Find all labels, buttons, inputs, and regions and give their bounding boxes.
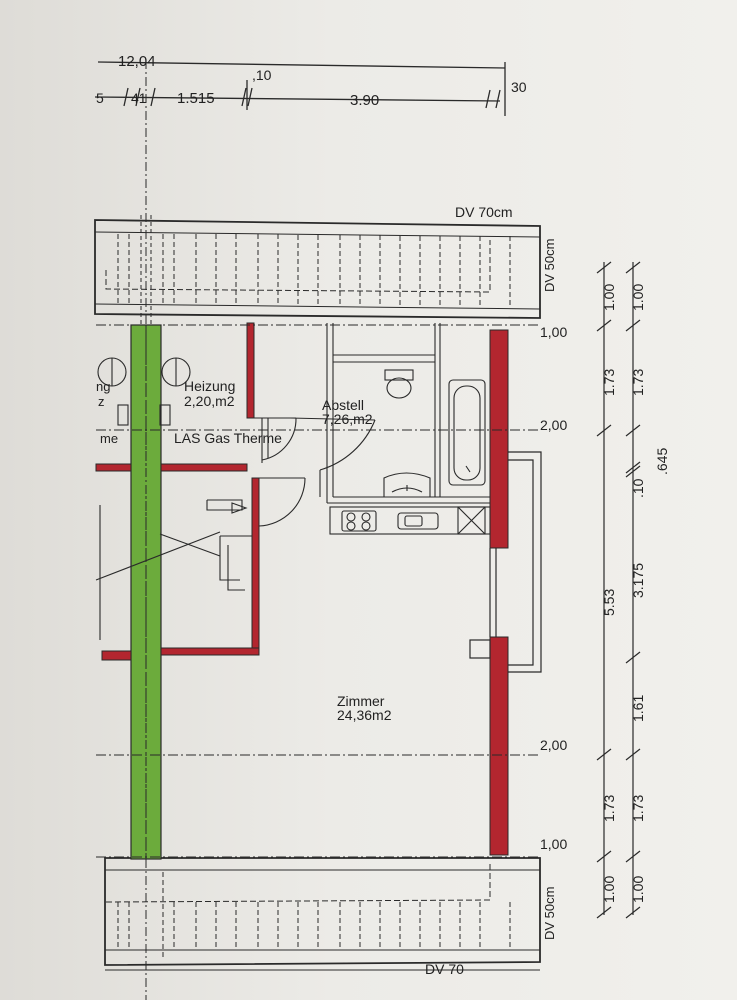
dim-right-c2-6: 1.00 [630, 876, 646, 903]
height-marker-bottom-100: 1,00 [540, 836, 567, 852]
height-marker-top-100: 1,00 [540, 324, 567, 340]
cut-label-2: z [98, 394, 105, 409]
dim-right-c1-0: 1.00 [601, 284, 617, 311]
abstell-fixtures [289, 323, 491, 535]
height-marker-top-200: 2,00 [540, 417, 567, 433]
roof-strip-top [94, 219, 541, 319]
dim-right-c1-3: 1.73 [601, 795, 617, 822]
dim-small-right: 30 [511, 79, 527, 95]
dim-seg-1: 5 [96, 90, 104, 106]
roof-bottom-label: DV 70 [425, 961, 464, 977]
top-dimension-lines [94, 61, 506, 116]
dim-overall: 12,04 [118, 53, 156, 70]
right-dimension-lines [596, 261, 641, 919]
gas-therme-label: LAS Gas Therme [174, 430, 282, 446]
cut-label-3: me [100, 431, 118, 446]
dim-small-top: ,10 [252, 67, 272, 83]
room-zimmer-name: Zimmer [337, 693, 385, 709]
room-abstell-name: Abstell [322, 397, 364, 413]
height-lines [96, 324, 540, 858]
dim-right-c2-3: 3.175 [630, 563, 646, 598]
height-marker-bottom-200: 2,00 [540, 737, 567, 753]
dim-right-c1-2: 5.53 [601, 589, 617, 616]
roof-side-top-label: DV 50cm [542, 239, 557, 292]
roof-strip-bottom [104, 857, 541, 971]
dim-right-c2-0: 1.00 [630, 284, 646, 311]
roof-side-bottom-label: DV 50cm [542, 887, 557, 940]
dim-right-c2-5: 1.73 [630, 795, 646, 822]
roof-top-label: DV 70cm [455, 204, 513, 220]
room-abstell-area: 7,26,m2 [322, 411, 373, 427]
dim-right-c2-4: 1.61 [630, 695, 646, 722]
dim-right-c2-1: 1.73 [630, 369, 646, 396]
dim-right-c1-4: 1.00 [601, 876, 617, 903]
dim-seg-4: 3.90 [350, 92, 379, 109]
room-heizung-area: 2,20,m2 [184, 393, 235, 409]
dim-seg-2: 41 [131, 90, 147, 106]
dim-right-c1-1: 1.73 [601, 369, 617, 396]
window-frame [469, 451, 542, 673]
dim-seg-3: 1.515 [177, 90, 215, 107]
dim-right-c2-2: .10 [630, 478, 646, 498]
red-walls [95, 322, 509, 856]
cut-label-1: ng [96, 379, 110, 394]
room-zimmer-area: 24,36m2 [337, 707, 392, 723]
room-heizung-name: Heizung [184, 378, 235, 394]
dim-right-c3: .645 [654, 448, 670, 475]
heizung-fixtures [95, 357, 306, 640]
